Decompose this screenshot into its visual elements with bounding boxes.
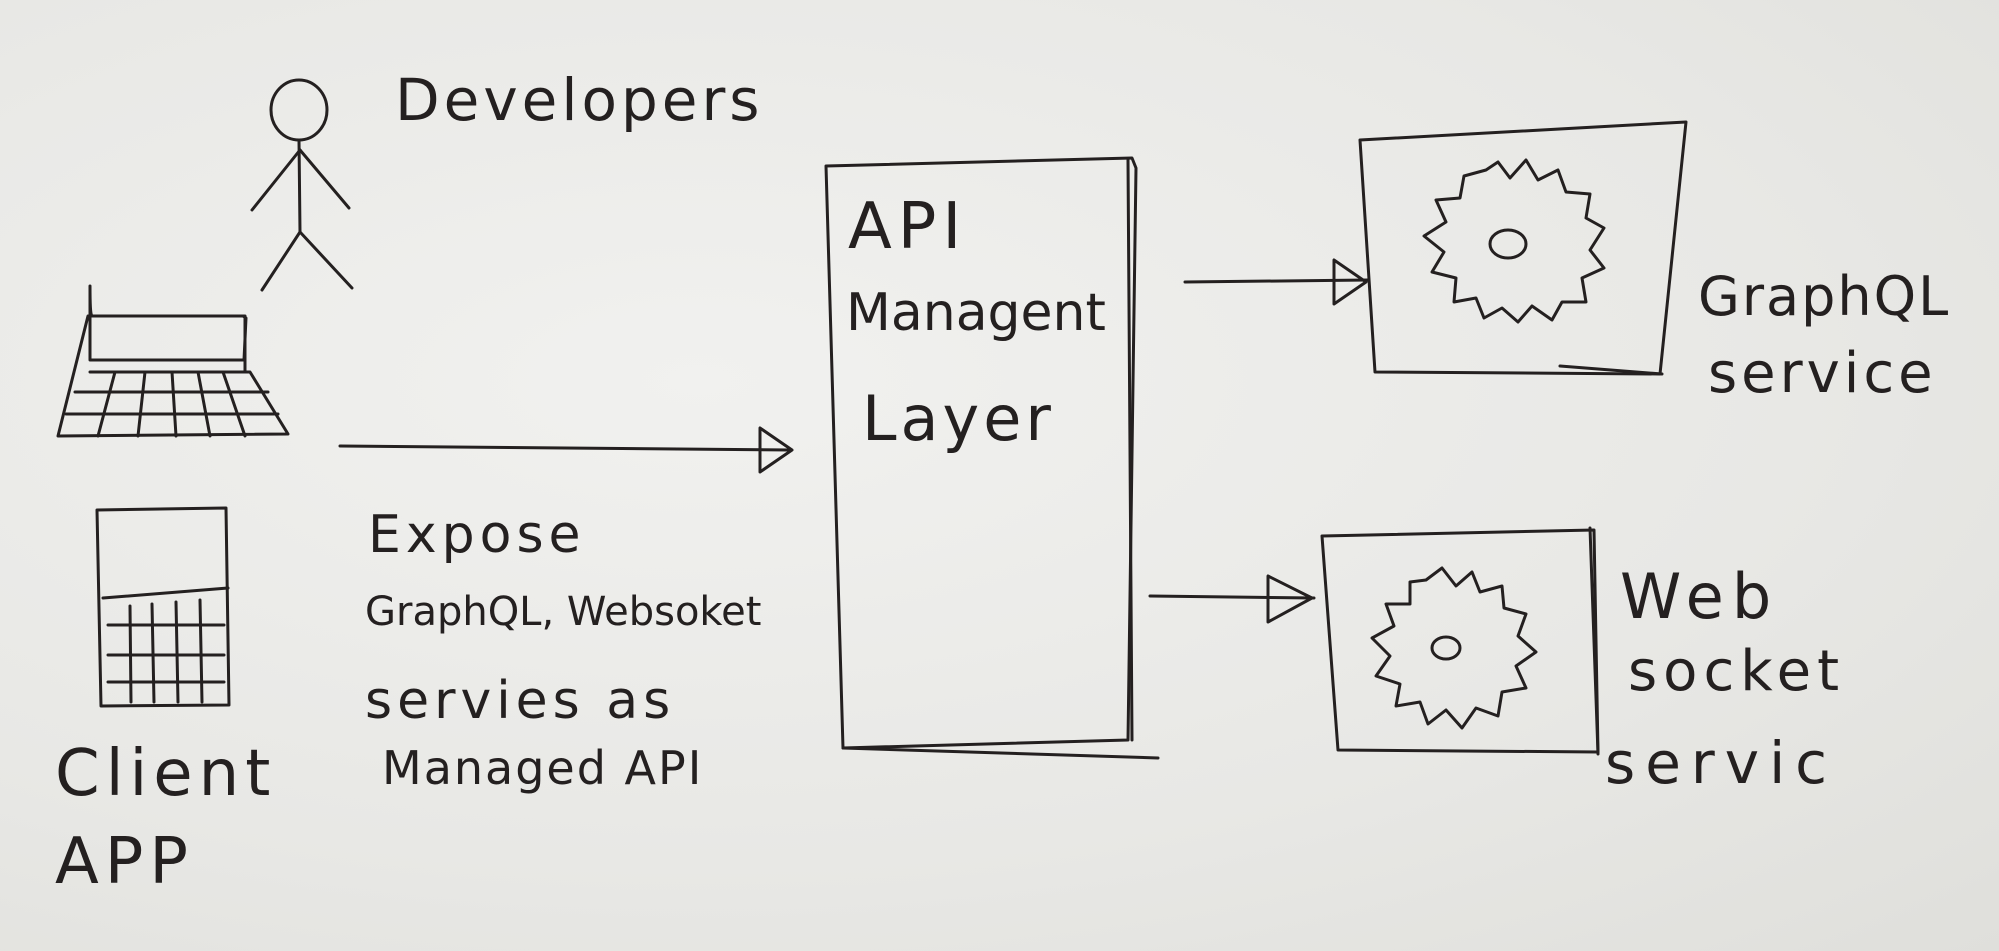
graphql-service-line2: service [1708,341,1937,406]
websocket-gear-icon [1370,566,1538,730]
api-layer-line3: Layer [862,382,1055,455]
client-app-label-line1: Client [55,737,276,811]
api-layer-line1: API [848,190,967,264]
graphql-service-line1: GraphQL [1698,265,1950,328]
arrow-client-to-api [338,426,794,474]
graphql-gear-icon [1422,158,1606,324]
client-app-label-line2: APP [55,825,194,899]
developer-stick-figure-icon [250,78,354,292]
expose-note-line1: Expose [368,505,586,565]
arrow-api-to-graphql [1183,258,1370,306]
phone-icon [95,506,231,708]
laptop-icon [56,284,290,438]
developers-label: Developers [395,66,764,134]
arrow-api-to-websocket [1148,574,1316,624]
websocket-service-box [1320,526,1600,756]
websocket-service-line3: servic [1605,729,1837,797]
expose-note-line4: Managed API [382,741,703,795]
api-layer-line2: Managent [846,283,1106,343]
expose-note-line3: servies as [365,671,675,731]
websocket-service-line1: Web [1620,560,1779,633]
expose-note-line2: GraphQL, Websoket [365,589,761,635]
graphql-service-box [1358,120,1688,376]
websocket-service-line2: socket [1628,639,1845,704]
api-management-layer-box [824,156,1160,760]
